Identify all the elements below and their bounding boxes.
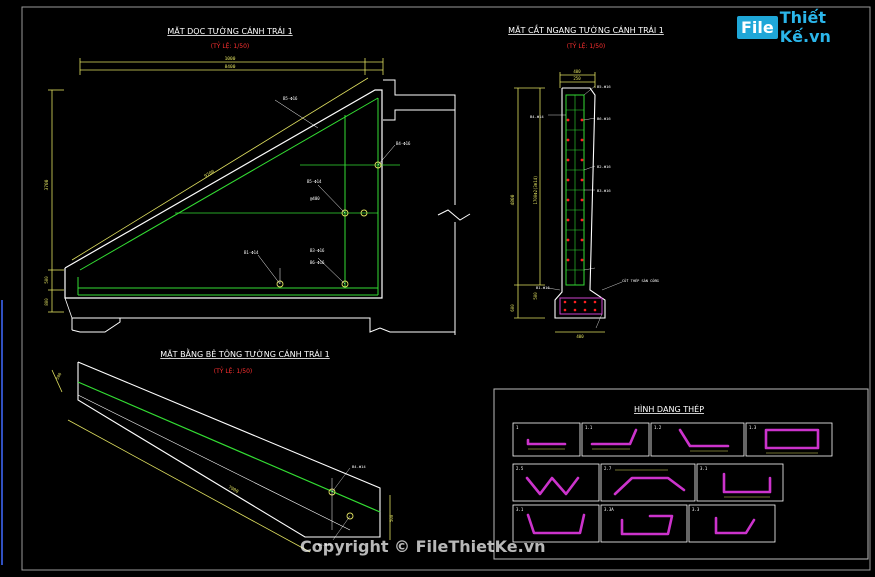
- elevation-view: MẶT DỌC TƯỜNG CÁNH TRÁI 1 (TỶ LỆ: 1/50) …: [44, 25, 471, 335]
- logo-box-text: File: [737, 15, 778, 39]
- elev-dim-height: 3700: [44, 179, 50, 190]
- rebar-shapes-panel: HÌNH DẠNG THÉP 1 1.1 1.2 1.3 2.5 2.7 3.1…: [493, 388, 869, 560]
- shape-num-2: 1.1: [585, 425, 593, 430]
- copyright-watermark: Copyright © FileThietKe.vn: [300, 537, 546, 556]
- shape-num-6: 2.7: [604, 466, 612, 471]
- section-view: MẶT CẮT NGANG TƯỜNG CÁNH TRÁI 1 (TỶ LỆ: …: [508, 23, 664, 339]
- plan-title: MẶT BẰNG BÊ TÔNG TƯỜNG CÁNH TRÁI 1: [160, 347, 329, 360]
- shape-num-5: 2.5: [516, 466, 524, 471]
- elev-bar-b4: B4-Φ16: [396, 141, 411, 146]
- elev-bar-b6: B6-Φ16: [310, 260, 325, 265]
- section-bar-b5: B5-Φ16: [597, 84, 611, 89]
- elev-dim-slope: 9700: [203, 169, 216, 180]
- section-bar-b6: B6-Φ16: [597, 116, 611, 121]
- sheet-border: [21, 6, 871, 571]
- plan-bar-b4: B4-Φ14: [352, 464, 366, 469]
- section-bar-b2: B2-Φ16: [597, 164, 611, 169]
- elev-bar-b5-mid: B5-Φ14: [307, 179, 322, 184]
- plan-dim-width: 500: [55, 371, 63, 380]
- elev-bar-spacing: @400: [310, 196, 320, 201]
- plan-view: MẶT BẰNG BÊ TÔNG TƯỜNG CÁNH TRÁI 1 (TỶ L…: [51, 347, 394, 553]
- shape-num-10: 3.3: [692, 507, 700, 512]
- plan-dim-length: 7900: [227, 484, 240, 495]
- shape-num-7: 3.1: [700, 466, 708, 471]
- shapes-title: HÌNH DẠNG THÉP: [634, 403, 704, 415]
- elev-dim-total: 1000: [225, 56, 236, 62]
- plan-bar-b5: B5-Φ16: [318, 542, 332, 547]
- section-dim-top: 400: [573, 69, 581, 74]
- section-dim-h1: 500: [533, 292, 538, 300]
- elevation-title: MẶT DỌC TƯỜNG CÁNH TRÁI 1: [167, 25, 292, 37]
- elevation-scale: (TỶ LỆ: 1/50): [211, 42, 249, 50]
- shape-num-1: 1: [516, 425, 519, 430]
- elev-bar-b1: B1-Φ14: [244, 250, 259, 255]
- section-note: CỐT THÉP SÀN CỐNG: [622, 278, 659, 283]
- section-dim-h2: 600: [510, 304, 515, 312]
- section-dim-sub: 1700Φ2(3Φ14): [533, 176, 538, 205]
- shape-num-4: 1.3: [749, 425, 757, 430]
- elev-dim-h3: 800: [44, 298, 49, 306]
- section-scale: (TỶ LỆ: 1/50): [567, 42, 605, 50]
- section-dim-top2: 250: [573, 76, 581, 81]
- shape-num-8: 3.1: [516, 507, 524, 512]
- section-dim-height: 4800: [510, 194, 516, 205]
- elev-dim-h2: 500: [44, 276, 49, 284]
- section-dim-bottom: 400: [576, 334, 584, 339]
- section-bar-b3: B3-Φ16: [597, 188, 611, 193]
- elev-bar-b5-top: B5-Φ16: [283, 96, 298, 101]
- logo-rest-text: Thiết Kế.vn: [779, 8, 831, 46]
- plan-dim-end: 500: [389, 514, 394, 522]
- elev-bar-b3: B3-Φ16: [310, 248, 325, 253]
- section-title: MẶT CẮT NGANG TƯỜNG CÁNH TRÁI 1: [508, 23, 664, 36]
- filethietke-logo: File Thiết Kế.vn: [737, 8, 875, 46]
- shape-num-3: 1.2: [654, 425, 662, 430]
- section-bar-b4: B4-Φ14: [530, 114, 544, 119]
- shape-num-9: 3.3A: [604, 507, 614, 512]
- elev-dim-inner: 8400: [225, 64, 236, 70]
- section-bar-b1: B1-Φ16: [536, 285, 550, 290]
- plan-scale: (TỶ LỆ: 1/50): [214, 367, 252, 375]
